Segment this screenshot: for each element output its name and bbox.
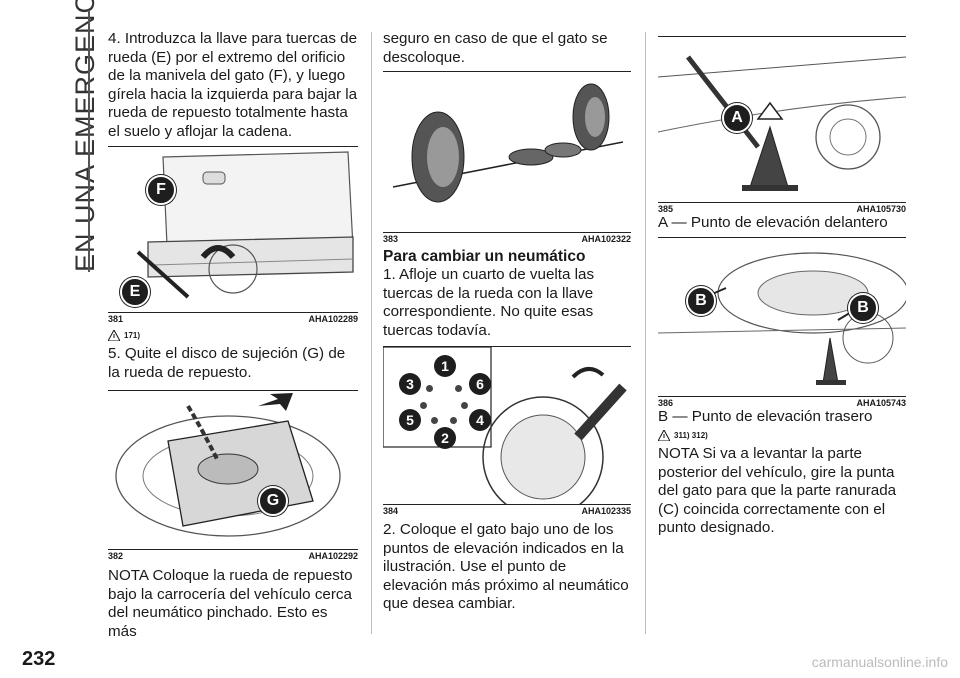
column-3: A 385 AHA105730 A — Punto de elevación d…: [658, 30, 906, 538]
lug-dot: [461, 402, 468, 409]
figure-386-illustration: [658, 251, 906, 385]
lug-label-3: 3: [399, 373, 421, 395]
label-b-right: B: [848, 292, 878, 323]
section-title: EN UNA EMERGENCIA: [70, 0, 100, 272]
label-g: G: [258, 486, 288, 516]
label-f: F: [146, 175, 176, 205]
figure-384-caption: 384 AHA102335: [383, 506, 631, 516]
step-4-text: 4. Introduzca la llave para tuercas de r…: [108, 30, 358, 140]
continued-text: seguro en caso de que el gato se descolo…: [383, 30, 608, 66]
figure-386: B B: [658, 236, 906, 397]
note-text: NOTA Si va a levantar la parte posterior…: [658, 445, 897, 536]
figure-383-illustration: [392, 83, 624, 203]
caption-a: A — Punto de elevación delantero: [658, 214, 888, 231]
label-a: A: [722, 103, 752, 133]
lug-dot: [455, 385, 462, 392]
caption-b: B — Punto de elevación trasero: [658, 407, 873, 425]
section-divider: [88, 10, 90, 272]
warning-icon: [108, 330, 120, 341]
figure-384: 1 3 6 5 4 2: [383, 346, 631, 505]
figure-381-illustration: [136, 151, 354, 299]
lug-label-1: 1: [434, 355, 456, 377]
figure-381: F E: [108, 146, 358, 313]
section-heading: Para cambiar un neumático: [383, 248, 586, 265]
lug-label-6: 6: [469, 373, 491, 395]
lug-dot: [426, 385, 433, 392]
figure-383: [383, 71, 631, 233]
watermark: carmanualsonline.info: [811, 654, 948, 670]
figure-382-caption: 382 AHA102292: [108, 551, 358, 561]
warning-reference: 311) 312): [658, 430, 906, 441]
lug-dot: [450, 417, 457, 424]
lug-dot: [431, 417, 438, 424]
page-number: 232: [22, 648, 56, 670]
figure-384-illustration: [383, 347, 627, 504]
figure-382: G: [108, 390, 358, 550]
note-text: NOTA Coloque la rueda de repuesto bajo l…: [108, 567, 353, 640]
column-1: 4. Introduzca la llave para tuercas de r…: [108, 30, 358, 641]
step-2-text: 2. Coloque el gato bajo uno de los punto…: [383, 521, 629, 612]
section-sidebar: EN UNA EMERGENCIA: [40, 0, 100, 272]
figure-386-caption: 386 AHA105743: [658, 397, 906, 408]
figure-383-caption: 383 AHA102322: [383, 234, 631, 244]
lug-label-4: 4: [469, 409, 491, 431]
column-divider: [371, 32, 372, 634]
figure-382-illustration: [115, 393, 341, 537]
label-e: E: [120, 277, 150, 307]
figure-385-caption: 385 AHA105730: [658, 204, 906, 214]
lug-label-2: 2: [434, 427, 456, 449]
step-1-text: 1. Afloje un cuarto de vuelta las tuerca…: [383, 266, 595, 339]
figure-code: AHA102289: [308, 314, 358, 324]
lug-label-5: 5: [399, 409, 421, 431]
figure-number: 381: [108, 314, 124, 324]
figure-381-caption: 381 AHA102289: [108, 314, 358, 324]
column-divider: [645, 32, 646, 634]
figure-385-illustration: [658, 55, 906, 191]
step-5-text: 5. Quite el disco de sujeción (G) de la …: [108, 345, 346, 381]
warning-icon: [658, 430, 670, 441]
warning-reference: 171): [108, 330, 358, 341]
column-2: seguro en caso de que el gato se descolo…: [383, 30, 631, 614]
label-b-left: B: [686, 285, 716, 316]
figure-385: A: [658, 36, 906, 203]
lug-dot: [420, 402, 427, 409]
